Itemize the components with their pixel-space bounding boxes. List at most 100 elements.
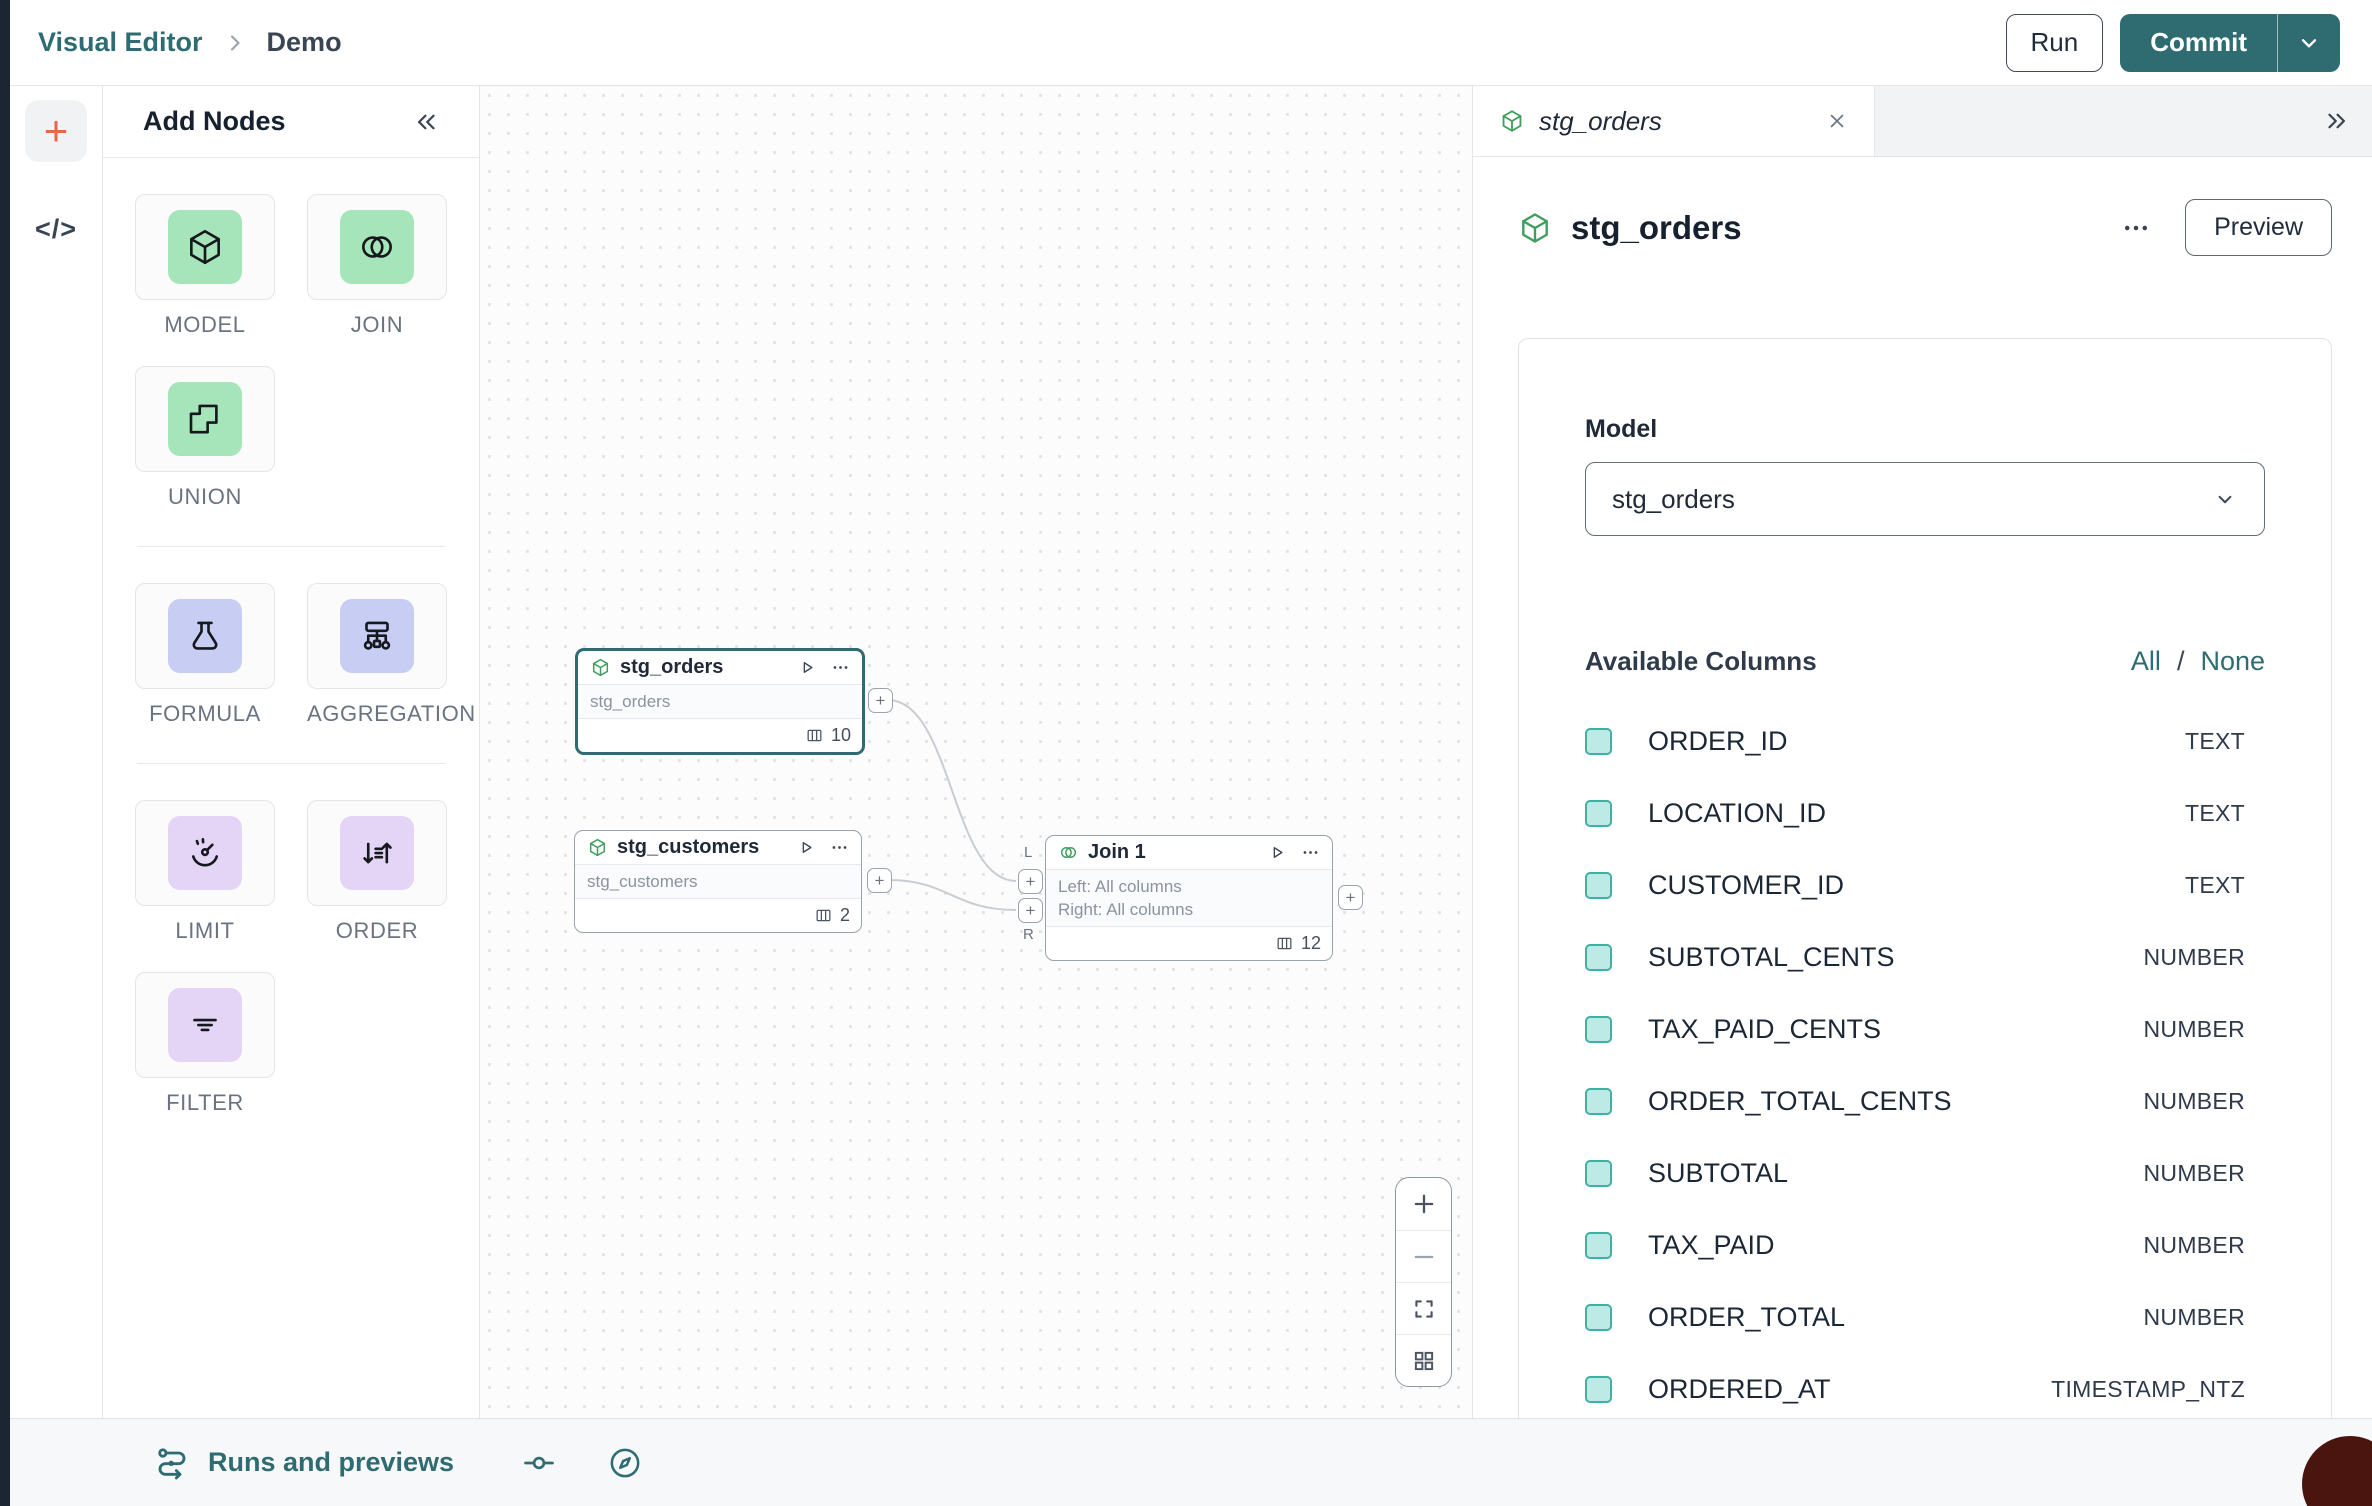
column-name: ORDER_TOTAL_CENTS — [1648, 1086, 1952, 1117]
collapsed-nav-strip — [0, 0, 10, 1506]
palette-item-model[interactable]: MODEL — [135, 194, 275, 338]
tab-stg-orders[interactable]: stg_orders — [1473, 86, 1875, 156]
run-button[interactable]: Run — [2006, 14, 2104, 72]
grid-view-button[interactable] — [1396, 1334, 1451, 1386]
more-options-icon[interactable] — [1301, 843, 1320, 862]
join-right-port-label: R — [1023, 926, 1034, 943]
join-left-config: Left: All columns — [1058, 875, 1320, 898]
node-column-count: 2 — [840, 905, 850, 926]
column-name: ORDER_TOTAL — [1648, 1302, 1845, 1333]
available-columns-label: Available Columns — [1585, 646, 1817, 677]
palette-item-formula[interactable]: FORMULA — [135, 583, 275, 727]
more-options-icon[interactable] — [830, 838, 849, 857]
palette-item-join[interactable]: JOIN — [307, 194, 447, 338]
column-row: ORDERED_AT TIMESTAMP_NTZ — [1585, 1353, 2265, 1418]
column-checkbox[interactable] — [1585, 1376, 1612, 1403]
double-chevron-left-icon — [411, 107, 441, 137]
more-options-icon[interactable] — [831, 658, 850, 677]
join-right-input-port[interactable]: + — [1018, 898, 1043, 923]
canvas-node-stg-customers[interactable]: stg_customers stg_customers 2 — [574, 830, 862, 933]
flow-canvas[interactable]: stg_orders stg_orders 10 + stg_customers — [480, 86, 1472, 1418]
canvas-node-join-1[interactable]: Join 1 Left: All columns Right: All colu… — [1045, 835, 1333, 961]
gauge-icon — [168, 816, 242, 890]
breadcrumb: Visual Editor Demo — [38, 27, 342, 58]
top-bar: Visual Editor Demo Run Commit — [10, 0, 2372, 86]
bottom-bar: Runs and previews — [10, 1418, 2372, 1506]
preview-button[interactable]: Preview — [2185, 199, 2332, 256]
collapse-panel-button[interactable] — [411, 107, 441, 137]
select-none-link[interactable]: None — [2200, 646, 2265, 677]
palette-item-limit[interactable]: LIMIT — [135, 800, 275, 944]
column-checkbox[interactable] — [1585, 728, 1612, 755]
close-tab-button[interactable] — [1826, 110, 1848, 132]
canvas-node-stg-orders[interactable]: stg_orders stg_orders 10 — [575, 648, 865, 755]
column-checkbox[interactable] — [1585, 1160, 1612, 1187]
model-config-card: Model stg_orders Available Columns All /… — [1518, 338, 2332, 1418]
compass-icon[interactable] — [606, 1444, 644, 1482]
expand-panel-button[interactable] — [2302, 86, 2372, 156]
git-commit-icon[interactable] — [520, 1444, 558, 1482]
column-checkbox[interactable] — [1585, 1304, 1612, 1331]
cube-icon — [587, 837, 608, 858]
column-checkbox[interactable] — [1585, 1232, 1612, 1259]
cube-icon — [1499, 108, 1525, 134]
column-checkbox[interactable] — [1585, 1088, 1612, 1115]
column-row: ORDER_TOTAL_CENTS NUMBER — [1585, 1065, 2265, 1137]
node-column-count: 10 — [831, 725, 851, 746]
output-port-join-1[interactable]: + — [1338, 885, 1363, 910]
palette-item-union[interactable]: UNION — [135, 366, 275, 510]
add-node-rail-button[interactable]: + — [25, 100, 87, 162]
palette-item-order[interactable]: ORDER — [307, 800, 447, 944]
join-left-input-port[interactable]: + — [1018, 869, 1043, 894]
column-type: NUMBER — [2144, 1016, 2245, 1043]
model-select[interactable]: stg_orders — [1585, 462, 2265, 536]
palette-item-filter[interactable]: FILTER — [135, 972, 275, 1116]
column-checkbox[interactable] — [1585, 872, 1612, 899]
column-name: LOCATION_ID — [1648, 798, 1826, 829]
node-title: stg_orders — [620, 656, 723, 679]
column-row: TAX_PAID NUMBER — [1585, 1209, 2265, 1281]
column-checkbox[interactable] — [1585, 800, 1612, 827]
chevron-down-icon — [2296, 30, 2322, 56]
column-name: TAX_PAID — [1648, 1230, 1775, 1261]
filter-lines-icon — [168, 988, 242, 1062]
breadcrumb-visual-editor-link[interactable]: Visual Editor — [38, 27, 203, 58]
available-columns-header: Available Columns All / None — [1585, 646, 2265, 677]
available-columns-list: ORDER_ID TEXT LOCATION_ID TEXT CUSTOMER_… — [1585, 705, 2265, 1418]
column-checkbox[interactable] — [1585, 1016, 1612, 1043]
chevron-down-icon — [2212, 486, 2238, 512]
column-name: ORDER_ID — [1648, 726, 1788, 757]
columns-icon — [805, 726, 824, 745]
sort-icon — [340, 816, 414, 890]
play-icon[interactable] — [1268, 843, 1287, 862]
tab-title: stg_orders — [1539, 106, 1662, 137]
column-name: ORDERED_AT — [1648, 1374, 1831, 1405]
code-view-button[interactable]: </> — [25, 214, 87, 245]
commit-dropdown-button[interactable] — [2278, 14, 2340, 72]
zoom-in-button[interactable] — [1396, 1178, 1451, 1230]
output-port-stg-orders[interactable]: + — [868, 688, 893, 713]
cube-icon — [168, 210, 242, 284]
node-column-count: 12 — [1301, 933, 1321, 954]
column-checkbox[interactable] — [1585, 944, 1612, 971]
commit-button[interactable]: Commit — [2120, 14, 2277, 72]
fit-view-button[interactable] — [1396, 1282, 1451, 1334]
zoom-out-button[interactable] — [1396, 1230, 1451, 1282]
select-all-link[interactable]: All — [2131, 646, 2161, 677]
more-options-icon — [2121, 213, 2151, 243]
play-icon[interactable] — [798, 658, 817, 677]
palette-item-aggregation[interactable]: AGGREGATION — [307, 583, 447, 727]
cube-icon — [1517, 210, 1553, 246]
left-icon-rail: + </> — [10, 86, 103, 1418]
add-nodes-title: Add Nodes — [143, 106, 286, 137]
runs-route-icon — [152, 1443, 192, 1483]
link-separator: / — [2177, 646, 2185, 677]
output-port-stg-customers[interactable]: + — [867, 868, 892, 893]
column-name: CUSTOMER_ID — [1648, 870, 1844, 901]
play-icon[interactable] — [797, 838, 816, 857]
panel-more-options-button[interactable] — [2121, 213, 2151, 243]
runs-and-previews-button[interactable]: Runs and previews — [152, 1443, 454, 1483]
column-row: SUBTOTAL_CENTS NUMBER — [1585, 921, 2265, 993]
hierarchy-icon — [340, 599, 414, 673]
